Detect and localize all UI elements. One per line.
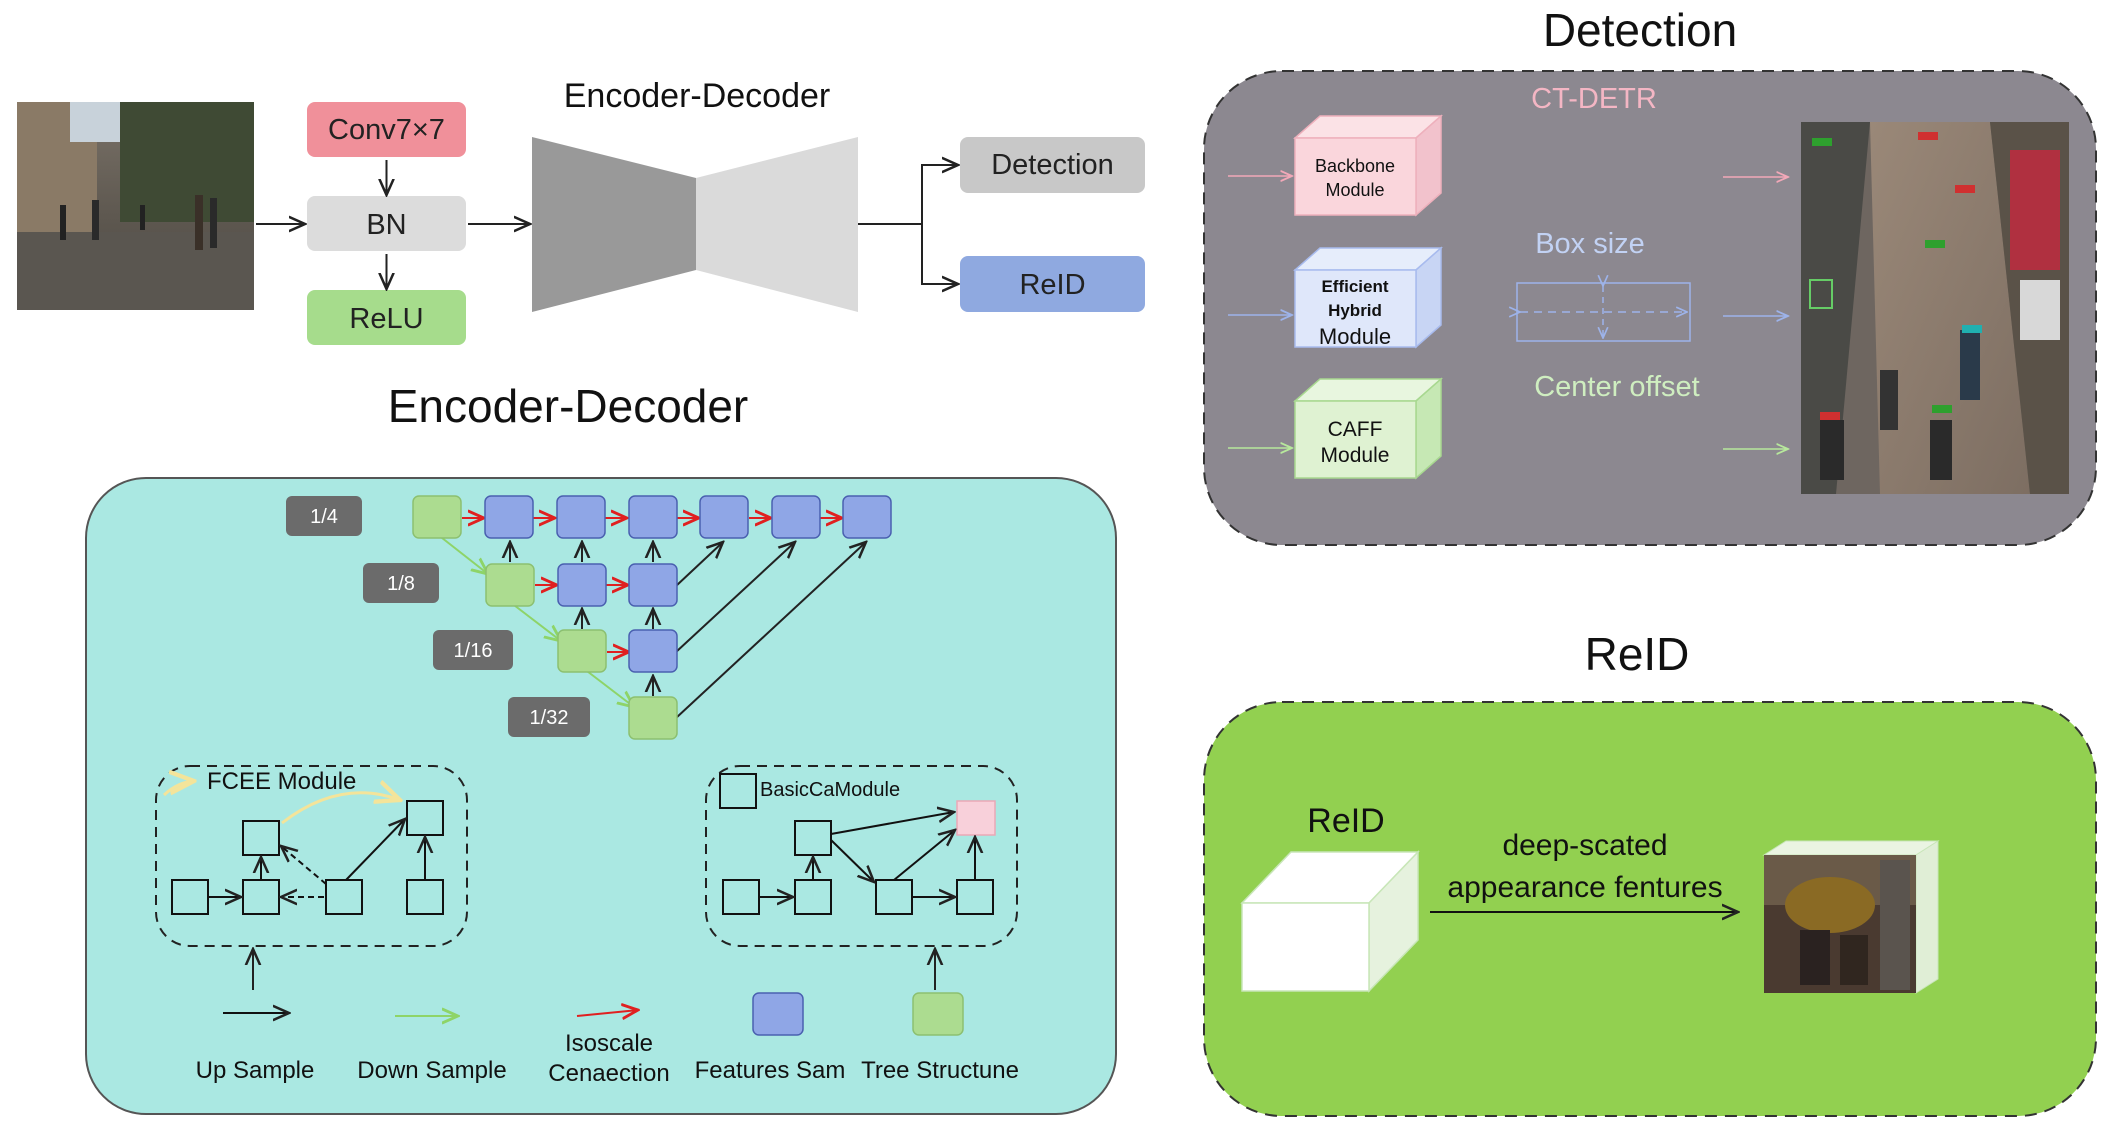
scale-label-1-8: 1/8 — [387, 573, 415, 595]
bn-label: BN — [366, 209, 406, 241]
detection-panel-title: Detection — [1543, 4, 1737, 56]
encoder-decoder-shape — [532, 137, 858, 312]
encoder-decoder-panel-title: Encoder-Decoder — [388, 380, 749, 432]
efficient-label-1: Efficient — [1321, 277, 1388, 296]
conv-node: Conv7×7 — [307, 102, 466, 157]
feature-node-blue — [771, 495, 821, 539]
detection-output-node: Detection — [960, 137, 1145, 193]
box-size-label: Box size — [1535, 228, 1645, 260]
conv-label: Conv7×7 — [328, 114, 445, 146]
efficient-hybrid-module-cube: Efficient Hybrid Module — [1293, 246, 1443, 349]
caff-module-cube: CAFF Module — [1293, 377, 1443, 480]
backbone-label-2: Module — [1325, 180, 1384, 200]
caff-label-1: CAFF — [1328, 418, 1383, 441]
tree-node-green — [412, 495, 462, 539]
feature-node-blue — [628, 563, 678, 607]
legend-isoscale-arrow — [576, 1010, 638, 1016]
relu-node: ReLU — [307, 290, 466, 345]
detection-result-image — [1801, 122, 2069, 494]
tree-node-green — [557, 629, 607, 673]
feature-node-blue — [557, 563, 607, 607]
scale-badges: 1/4 1/8 1/16 1/32 — [286, 496, 590, 737]
legend-down-sample-label: Down Sample — [357, 1057, 506, 1084]
fcee-module: FCEE Module — [155, 765, 468, 947]
legend-up-sample-label: Up Sample — [196, 1057, 315, 1084]
basicca-output-node — [956, 800, 996, 836]
feature-node-blue — [842, 495, 892, 539]
feature-node-blue — [628, 495, 678, 539]
tree-node-green — [628, 696, 678, 740]
scale-label-1-4: 1/4 — [310, 506, 338, 528]
feature-node-blue — [628, 629, 678, 673]
fcee-label: FCEE Module — [207, 768, 356, 795]
basicca-module: BasicCaModule — [705, 765, 1018, 947]
feature-node-blue — [556, 495, 606, 539]
basicca-label: BasicCaModule — [760, 779, 900, 801]
reid-feature-patch — [1762, 840, 1940, 994]
reid-cube — [1240, 850, 1420, 993]
center-offset-label: Center offset — [1534, 371, 1700, 403]
scale-label-1-16: 1/16 — [454, 640, 493, 662]
encoder-decoder-legend: Up Sample Down Sample Isoscale Cenaectio… — [196, 992, 1019, 1087]
reid-output-node: ReID — [960, 256, 1145, 312]
reid-panel — [1203, 701, 2097, 1117]
reid-cube-label: ReID — [1307, 802, 1384, 840]
ct-detr-label: CT-DETR — [1531, 83, 1657, 115]
encoder-decoder-panel — [85, 477, 1117, 1115]
legend-isoscale-label-1: Isoscale — [565, 1030, 653, 1057]
legend-features-label: Features Sam — [695, 1057, 846, 1084]
caff-label-2: Module — [1321, 444, 1390, 467]
scale-label-1-32: 1/32 — [530, 707, 569, 729]
efficient-label-3: Module — [1319, 324, 1391, 349]
bn-node: BN — [307, 196, 466, 251]
legend-isoscale-label-2: Cenaection — [548, 1060, 669, 1087]
tree-nodes — [412, 495, 892, 740]
arrow-to-detection — [921, 165, 958, 224]
relu-label: ReLU — [349, 303, 423, 335]
legend-tree-swatch — [912, 992, 964, 1036]
backbone-module-cube: Backbone Module — [1293, 114, 1443, 217]
legend-features-swatch — [752, 992, 804, 1036]
tree-node-green — [485, 563, 535, 607]
reid-output-label: ReID — [1019, 269, 1085, 301]
tree-connections — [436, 518, 866, 719]
legend-tree-label: Tree Structune — [861, 1057, 1019, 1084]
reid-arrow-label-1: deep-scated — [1502, 829, 1667, 862]
feature-node-blue — [699, 495, 749, 539]
efficient-label-2: Hybrid — [1328, 301, 1382, 320]
backbone-label-1: Backbone — [1315, 156, 1395, 176]
detection-output-label: Detection — [991, 149, 1114, 181]
reid-arrow-label-2: appearance fentures — [1447, 871, 1722, 904]
box-size-icon — [1517, 283, 1691, 342]
feature-node-blue — [484, 495, 534, 539]
encoder-decoder-label: Encoder-Decoder — [564, 77, 830, 115]
arrow-to-reid — [921, 224, 958, 284]
reid-panel-title: ReID — [1585, 628, 1690, 680]
input-street-image — [17, 102, 254, 310]
